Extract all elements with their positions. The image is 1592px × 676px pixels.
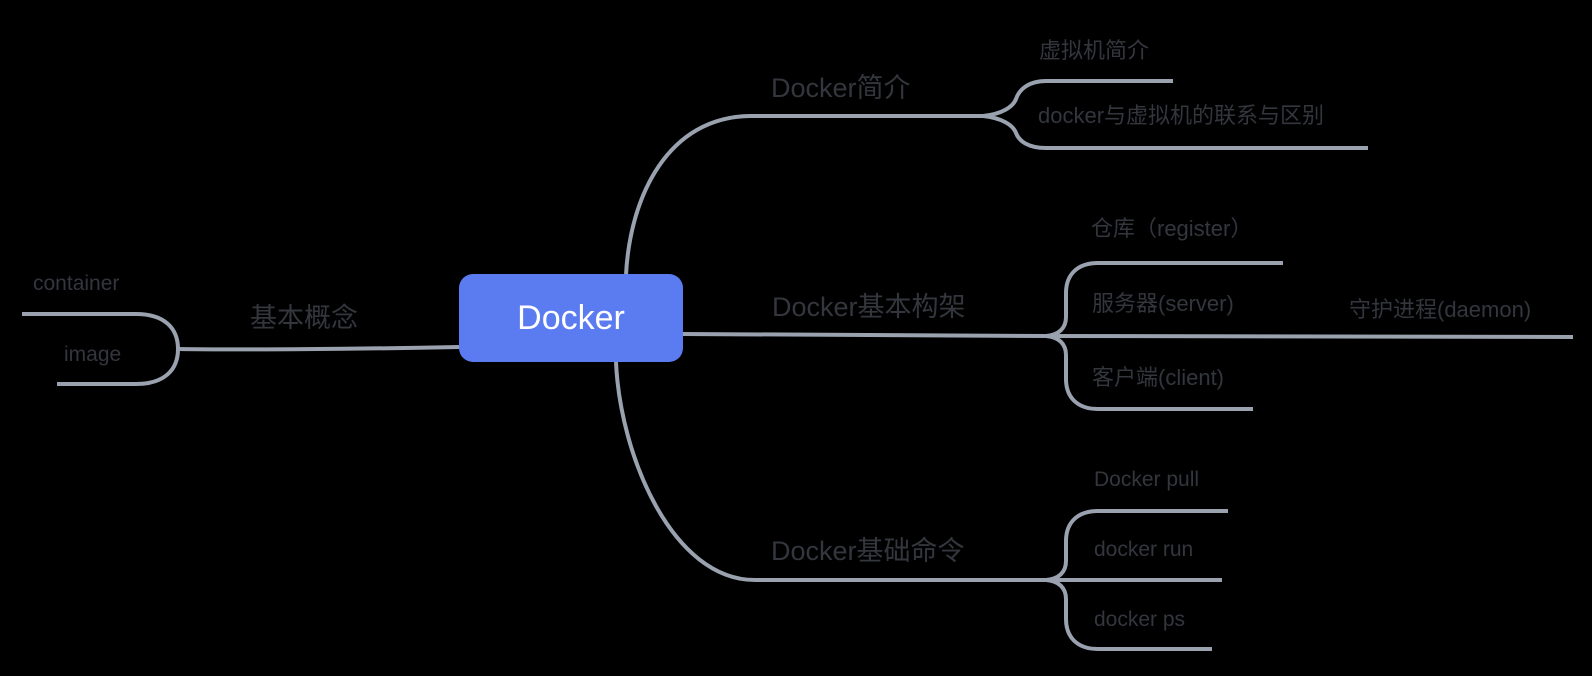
- branch-line-vm-vs-docker: [982, 114, 1368, 150]
- root-topic-docker[interactable]: Docker: [459, 274, 683, 362]
- subtopic-vm-vs-docker[interactable]: docker与虚拟机的联系与区别: [1038, 103, 1325, 128]
- branch-line-register: [1045, 261, 1283, 338]
- branch-line-vm-intro: [982, 79, 1173, 118]
- topic-docker-architecture[interactable]: Docker基本构架: [772, 292, 966, 322]
- branch-line-docker-commands: [614, 361, 1048, 582]
- subtopic-docker-pull[interactable]: Docker pull: [1094, 468, 1200, 491]
- subtopic-register[interactable]: 仓库（register）: [1091, 216, 1253, 241]
- subtopic-image[interactable]: image: [64, 343, 122, 366]
- branch-line-architecture-server-daemon: [682, 332, 1574, 339]
- branch-line-basic-concepts: [177, 345, 460, 352]
- subtopic-docker-ps[interactable]: docker ps: [1094, 608, 1186, 631]
- branch-line-client: [1045, 334, 1253, 411]
- subtopic-client[interactable]: 客户端(client): [1092, 365, 1225, 390]
- topic-docker-intro[interactable]: Docker简介: [771, 73, 911, 103]
- subtopic-server[interactable]: 服务器(server): [1092, 291, 1234, 316]
- subtopic-docker-run[interactable]: docker run: [1094, 538, 1194, 561]
- branch-line-image: [57, 348, 180, 386]
- subtopic-daemon[interactable]: 守护进程(daemon): [1349, 297, 1532, 322]
- branch-line-docker-ps: [1045, 578, 1212, 651]
- root-topic-label: Docker: [517, 298, 625, 337]
- subtopic-container[interactable]: container: [33, 272, 120, 295]
- topic-docker-commands[interactable]: Docker基础命令: [771, 536, 965, 566]
- branch-line-docker-pull: [1045, 509, 1228, 582]
- topic-basic-concepts[interactable]: 基本概念: [250, 303, 358, 333]
- subtopic-vm-intro[interactable]: 虚拟机简介: [1039, 38, 1150, 63]
- branch-line-docker-intro: [624, 114, 985, 276]
- branch-line-container: [22, 312, 180, 350]
